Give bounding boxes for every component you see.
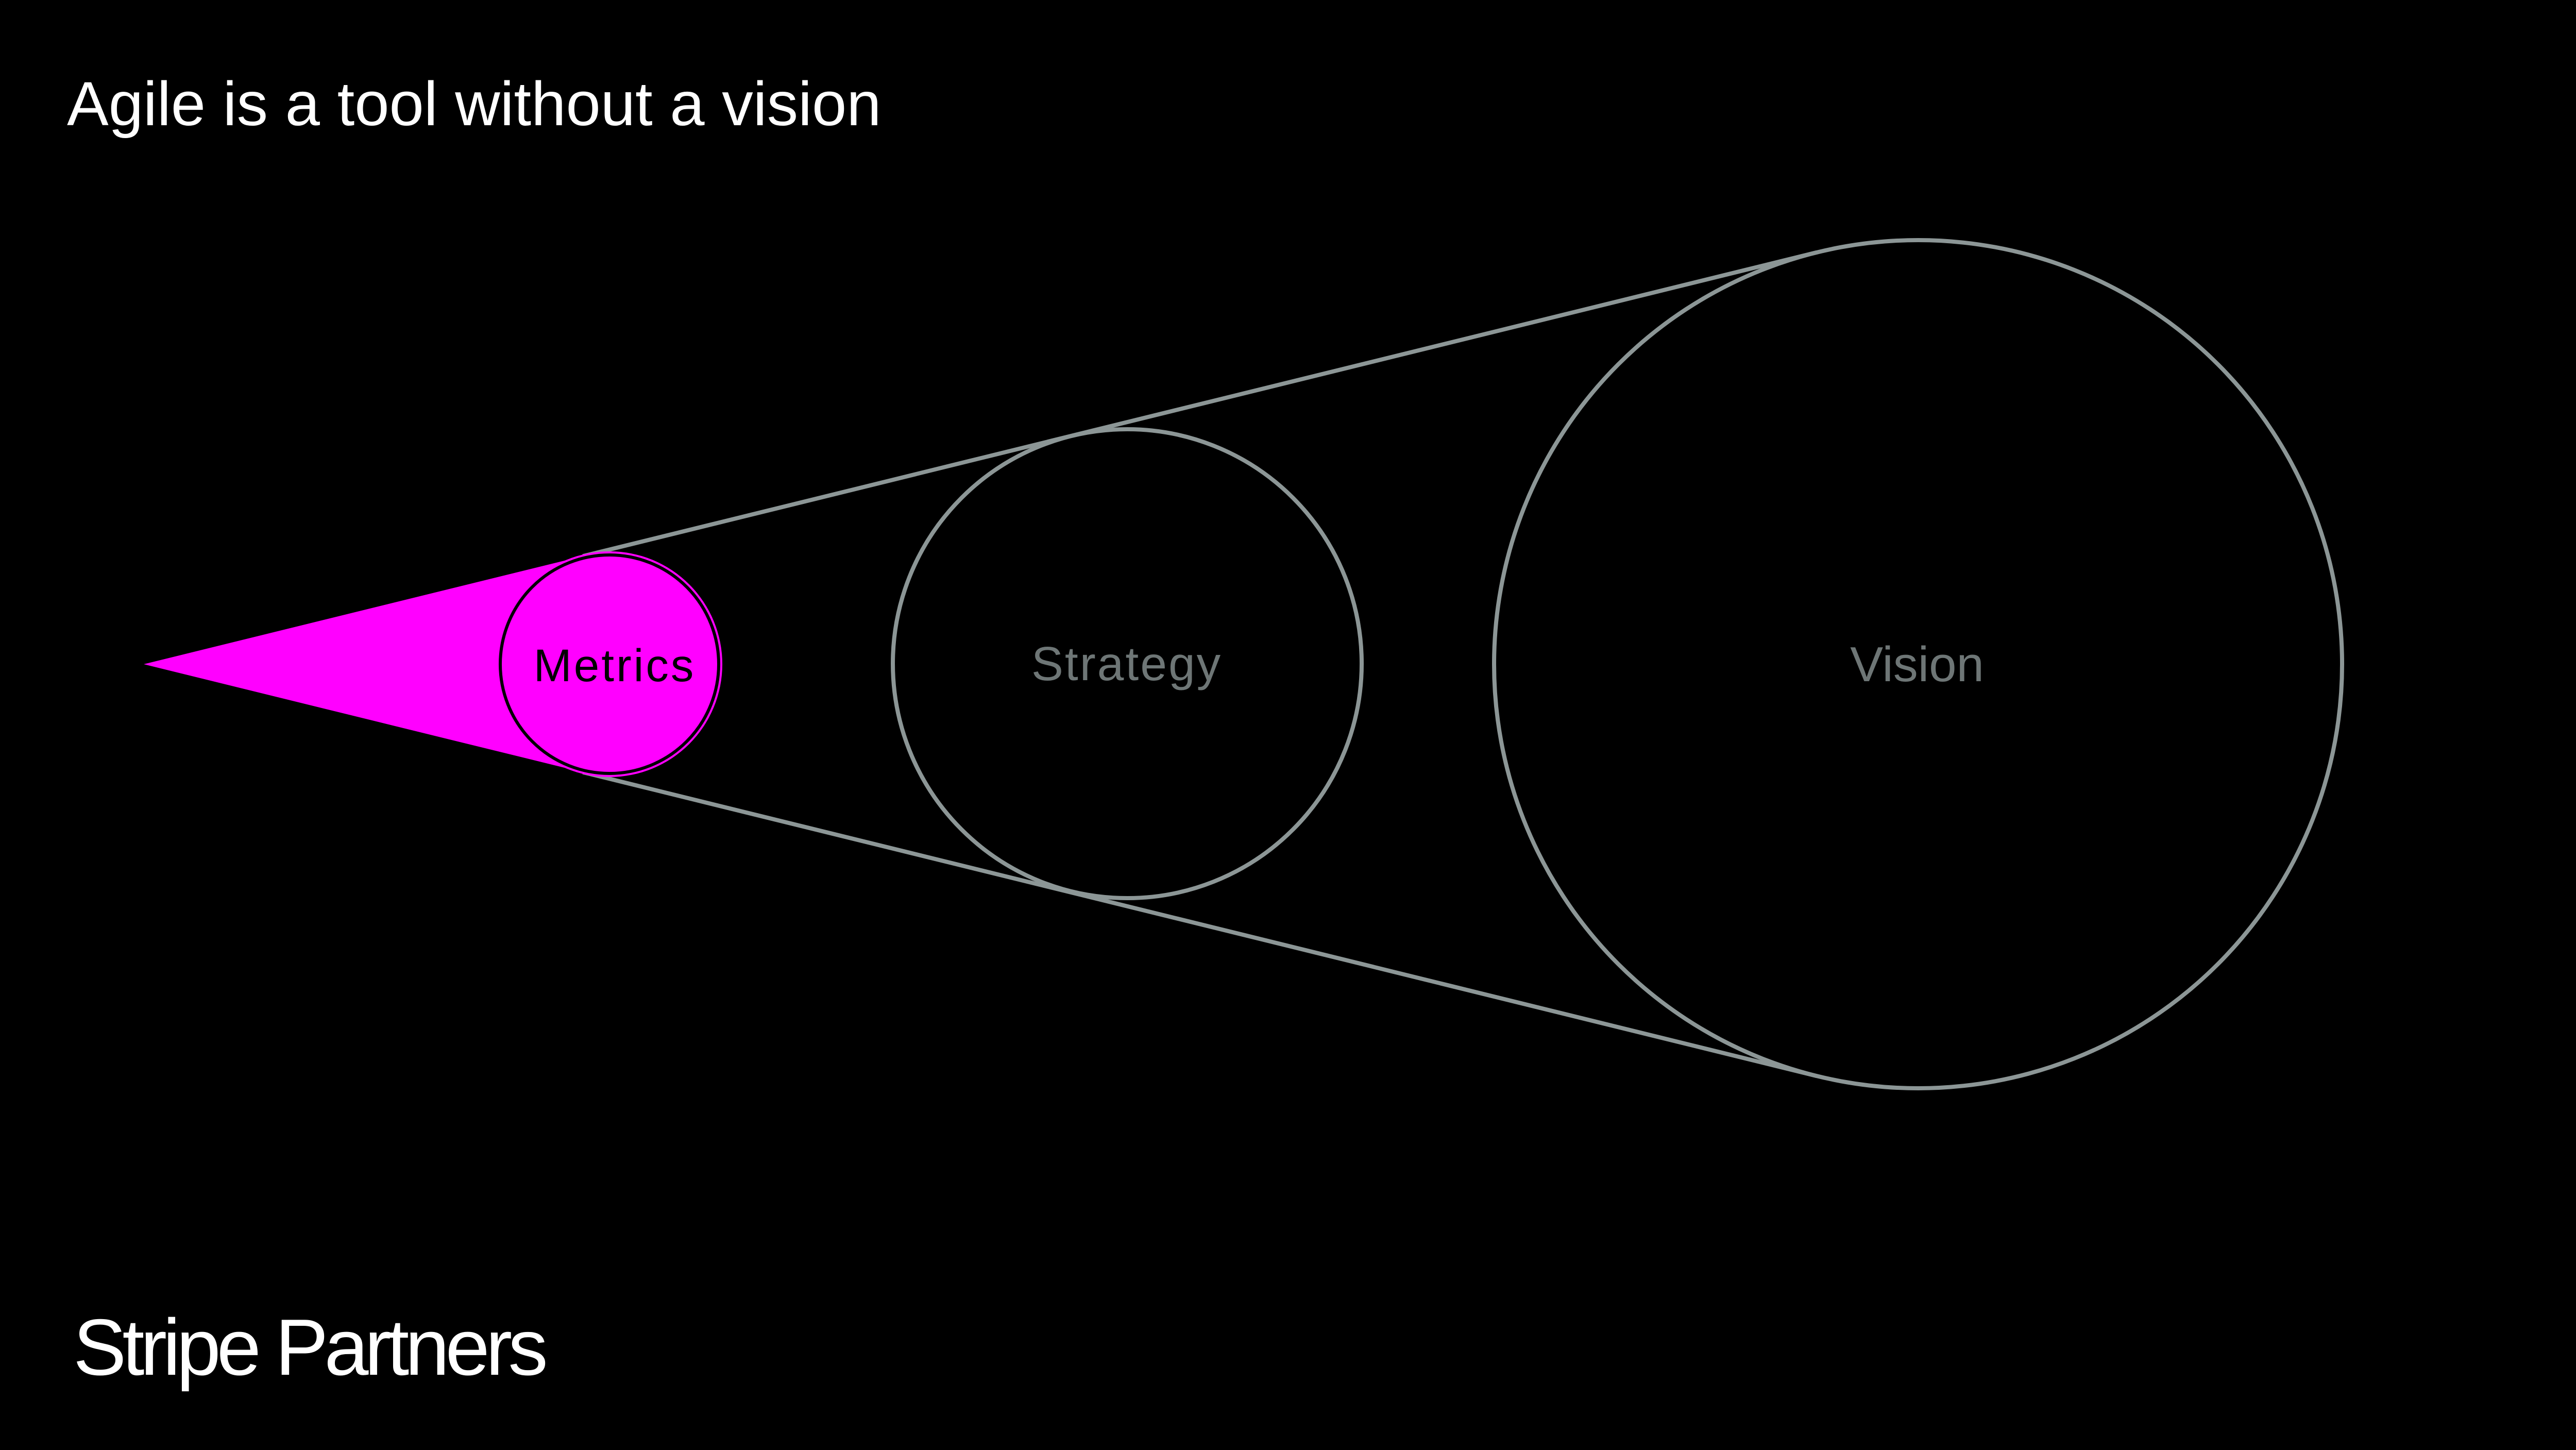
metrics-circle <box>497 551 722 777</box>
brand-wordmark: Stripe Partners <box>73 1303 545 1392</box>
slide-title: Agile is a tool without a vision <box>67 69 882 139</box>
vision-label: Vision <box>1850 637 1984 692</box>
strategy-circle <box>891 427 1364 900</box>
vision-circle <box>1492 238 2344 1090</box>
cone-edge-bottom-line <box>582 770 1818 1078</box>
metrics-label: Metrics <box>534 639 696 691</box>
strategy-label: Strategy <box>1031 637 1222 690</box>
cone-edge-top-line <box>582 250 1818 559</box>
cone-tip-wedge <box>144 556 583 772</box>
metrics-circle-outline <box>499 553 720 775</box>
